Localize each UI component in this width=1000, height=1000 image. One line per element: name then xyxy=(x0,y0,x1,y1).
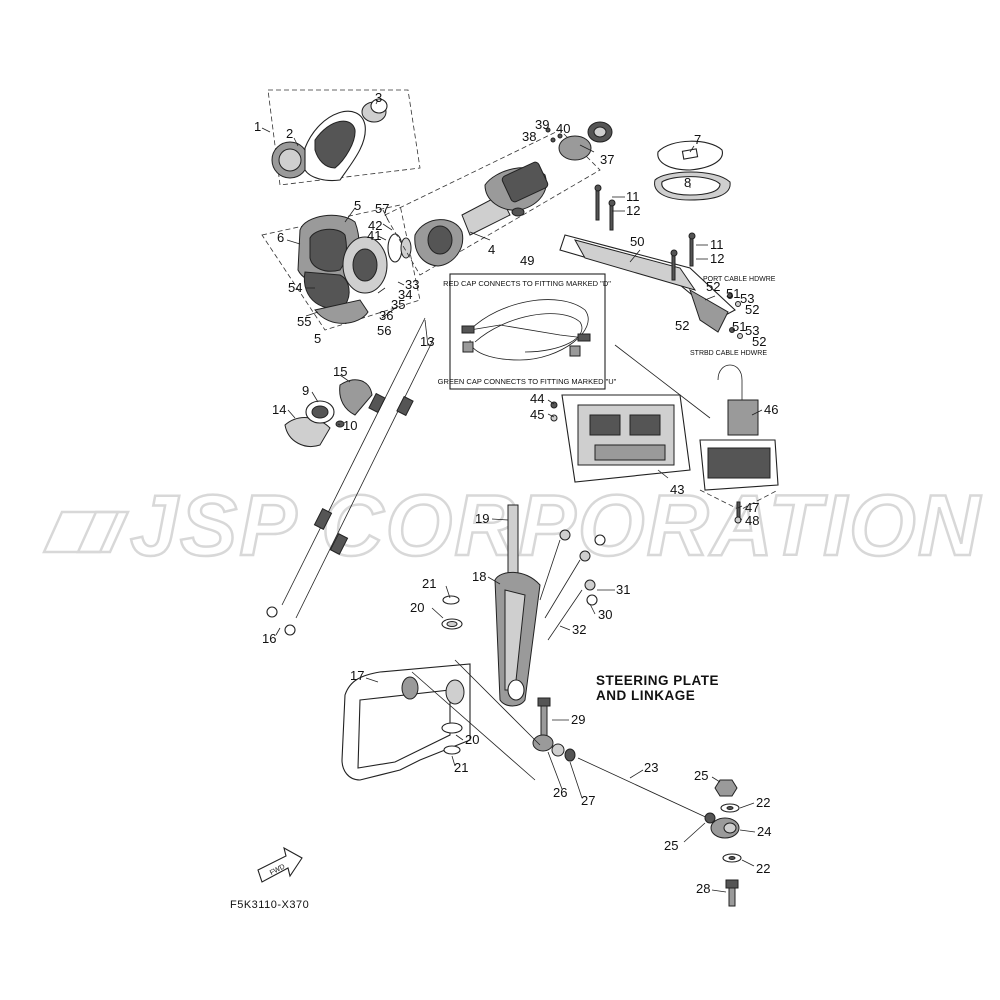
callout-22-bottom: 22 xyxy=(756,861,770,876)
section-title-line1: STEERING PLATE xyxy=(596,673,719,688)
callout-45: 45 xyxy=(530,407,544,422)
callout-53-top: 53 xyxy=(740,291,754,306)
callout-13: 13 xyxy=(420,334,434,349)
callout-57: 57 xyxy=(375,201,389,216)
callout-19: 19 xyxy=(475,511,489,526)
callout-39: 39 xyxy=(535,117,549,132)
callout-numbers: 1 2 3 4 5 5 6 7 8 9 10 11 12 11 12 13 14… xyxy=(254,90,778,896)
callout-34: 34 xyxy=(398,287,412,302)
callout-22-top: 22 xyxy=(756,795,770,810)
callout-5-bottom: 5 xyxy=(314,331,321,346)
callout-4: 4 xyxy=(488,242,495,257)
callout-37: 37 xyxy=(600,152,614,167)
callout-1: 1 xyxy=(254,119,261,134)
callout-2: 2 xyxy=(286,126,293,141)
callout-21-top: 21 xyxy=(422,576,436,591)
callout-25-bottom: 25 xyxy=(664,838,678,853)
callout-14: 14 xyxy=(272,402,286,417)
hose-note-bottom: GREEN CAP CONNECTS TO FITTING MARKED "U" xyxy=(438,377,617,386)
callout-32: 32 xyxy=(572,622,586,637)
leader-lines xyxy=(261,99,763,893)
callout-20-bottom: 20 xyxy=(465,732,479,747)
callout-52-c: 52 xyxy=(675,318,689,333)
callout-40: 40 xyxy=(556,121,570,136)
callout-44: 44 xyxy=(530,391,544,406)
watermark-logo: JSP CORPORATION xyxy=(42,477,982,575)
callout-51-bottom: 51 xyxy=(732,319,746,334)
callout-38: 38 xyxy=(522,129,536,144)
callout-28: 28 xyxy=(696,881,710,896)
section-title-line2: AND LINKAGE xyxy=(596,688,695,703)
callout-21-bottom: 21 xyxy=(454,760,468,775)
callout-29: 29 xyxy=(571,712,585,727)
callout-33: 33 xyxy=(405,277,419,292)
callout-41: 41 xyxy=(367,228,381,243)
callout-48: 48 xyxy=(745,513,759,528)
callout-56: 56 xyxy=(377,323,391,338)
callout-20-top: 20 xyxy=(410,600,424,615)
callout-53-bottom: 53 xyxy=(745,323,759,338)
callout-49: 49 xyxy=(520,253,534,268)
callout-24: 24 xyxy=(757,824,771,839)
callout-52-b: 52 xyxy=(745,302,759,317)
callout-30: 30 xyxy=(598,607,612,622)
cable-boot-group xyxy=(284,379,373,447)
callout-11-top: 11 xyxy=(626,189,640,204)
steering-bracket-group xyxy=(559,184,743,339)
callout-16: 16 xyxy=(262,631,276,646)
callout-12-top: 12 xyxy=(626,203,640,218)
callout-15: 15 xyxy=(333,364,347,379)
handlebar-cover-group xyxy=(261,204,421,331)
port-cable-label: PORT CABLE HDWRE xyxy=(703,276,776,283)
callout-17: 17 xyxy=(350,668,364,683)
callout-3: 3 xyxy=(375,90,382,105)
callout-42: 42 xyxy=(368,218,382,233)
callout-50: 50 xyxy=(630,234,644,249)
callout-18: 18 xyxy=(472,569,486,584)
callout-47: 47 xyxy=(745,500,759,515)
pad-group xyxy=(654,140,731,201)
control-plate xyxy=(550,394,691,483)
strbd-cable-label: STRBD CABLE HDWRE xyxy=(690,350,767,357)
callout-6: 6 xyxy=(277,230,284,245)
callout-25-top: 25 xyxy=(694,768,708,783)
callout-27: 27 xyxy=(581,793,595,808)
steering-plate-group xyxy=(341,504,742,907)
callout-10: 10 xyxy=(343,418,357,433)
actuator-unit xyxy=(699,364,779,524)
callout-8: 8 xyxy=(684,175,691,190)
callout-23: 23 xyxy=(644,760,658,775)
callout-52-a: 52 xyxy=(706,279,720,294)
watermark-text: JSP CORPORATION xyxy=(130,478,982,574)
callout-5-top: 5 xyxy=(354,198,361,213)
fwd-arrow-icon: FWD xyxy=(257,846,303,883)
callout-35: 35 xyxy=(391,297,405,312)
steering-column-group xyxy=(384,121,613,276)
steering-cables xyxy=(266,317,435,636)
callout-54: 54 xyxy=(288,280,302,295)
callout-7: 7 xyxy=(694,132,701,147)
steering-wheel-group xyxy=(267,89,421,186)
callout-36: 36 xyxy=(379,308,393,323)
callout-9: 9 xyxy=(302,383,309,398)
callout-55: 55 xyxy=(297,314,311,329)
hose-kit-box: RED CAP CONNECTS TO FITTING MARKED "D" G… xyxy=(438,273,617,390)
callout-31: 31 xyxy=(616,582,630,597)
callout-43: 43 xyxy=(670,482,684,497)
figure-code: F5K3110-X370 xyxy=(230,899,309,911)
callout-46: 46 xyxy=(764,402,778,417)
callout-52-d: 52 xyxy=(752,334,766,349)
callout-51-top: 51 xyxy=(726,286,740,301)
callout-12-right: 12 xyxy=(710,251,724,266)
callout-11-right: 11 xyxy=(710,237,724,252)
hose-note-top: RED CAP CONNECTS TO FITTING MARKED "D" xyxy=(443,279,611,288)
callout-26: 26 xyxy=(553,785,567,800)
